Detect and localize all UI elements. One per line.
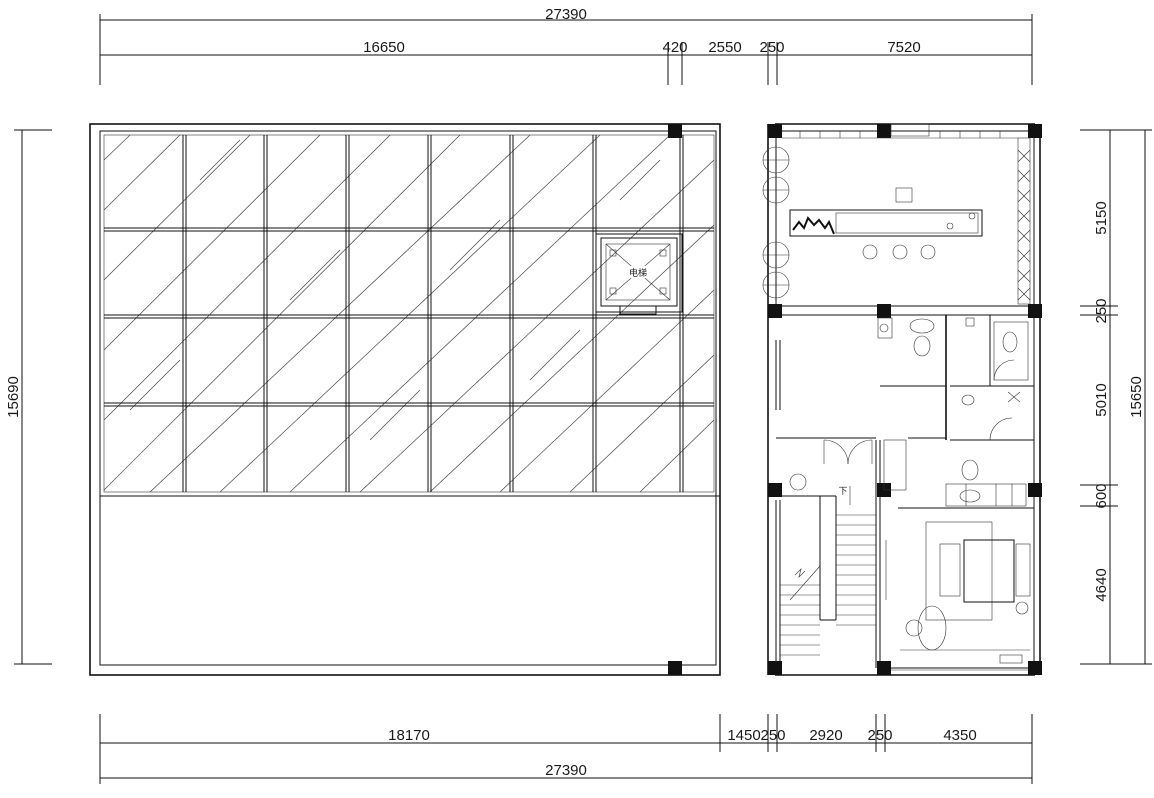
- top-dim-segment-3: 2550: [708, 39, 741, 56]
- right-dimension-lines: [1080, 129, 1152, 665]
- elevator: [595, 233, 683, 315]
- bar-counter: [789, 187, 983, 260]
- bottom-dim-segment-6: 4350: [943, 727, 976, 744]
- facade-lattice: [1017, 149, 1031, 301]
- top-dim-segment-4: 250: [759, 39, 784, 56]
- stair-treads: [780, 514, 876, 656]
- elevator-label: 电梯: [629, 267, 647, 279]
- bottom-dim-segment-1: 18170: [388, 727, 430, 744]
- bottom-dim-segment-2: 1450: [727, 727, 760, 744]
- right-block-walls: [767, 123, 1041, 676]
- left-total-dimension: 15690: [5, 376, 22, 418]
- right-dim-segment-2: 250: [1093, 298, 1110, 323]
- top-dimension-lines: [99, 14, 1033, 85]
- round-windows: [762, 146, 790, 299]
- top-dim-segment-2: 420: [662, 39, 687, 56]
- glass-hatch: [104, 135, 714, 492]
- top-total-dimension: 27390: [545, 6, 587, 23]
- skylight-block: [89, 123, 721, 676]
- bottom-dimension-lines: [99, 714, 1033, 784]
- staircase: [775, 440, 881, 668]
- top-dim-segment-1: 16650: [363, 39, 405, 56]
- middle-hall: [775, 315, 1034, 465]
- right-dim-segment-1: 5150: [1093, 201, 1110, 234]
- right-dim-segment-4: 600: [1093, 483, 1110, 508]
- bottom-dim-segment-3: 250: [760, 727, 785, 744]
- right-dim-segment-3: 5010: [1093, 383, 1110, 416]
- bedroom: [883, 439, 1034, 671]
- bottom-total-dimension: 27390: [545, 762, 587, 779]
- top-dim-segment-5: 7520: [887, 39, 920, 56]
- glass-grid: [104, 135, 714, 492]
- right-dim-segment-5: 4640: [1093, 568, 1110, 601]
- right-total-dimension: 15650: [1128, 376, 1145, 418]
- structural-columns: [668, 124, 1042, 675]
- bottom-dim-segment-5: 250: [867, 727, 892, 744]
- top-trim: [782, 131, 1018, 139]
- bottom-dim-segment-4: 2920: [809, 727, 842, 744]
- stair-down-label: 下: [838, 487, 847, 497]
- left-dimension-lines: [14, 129, 52, 665]
